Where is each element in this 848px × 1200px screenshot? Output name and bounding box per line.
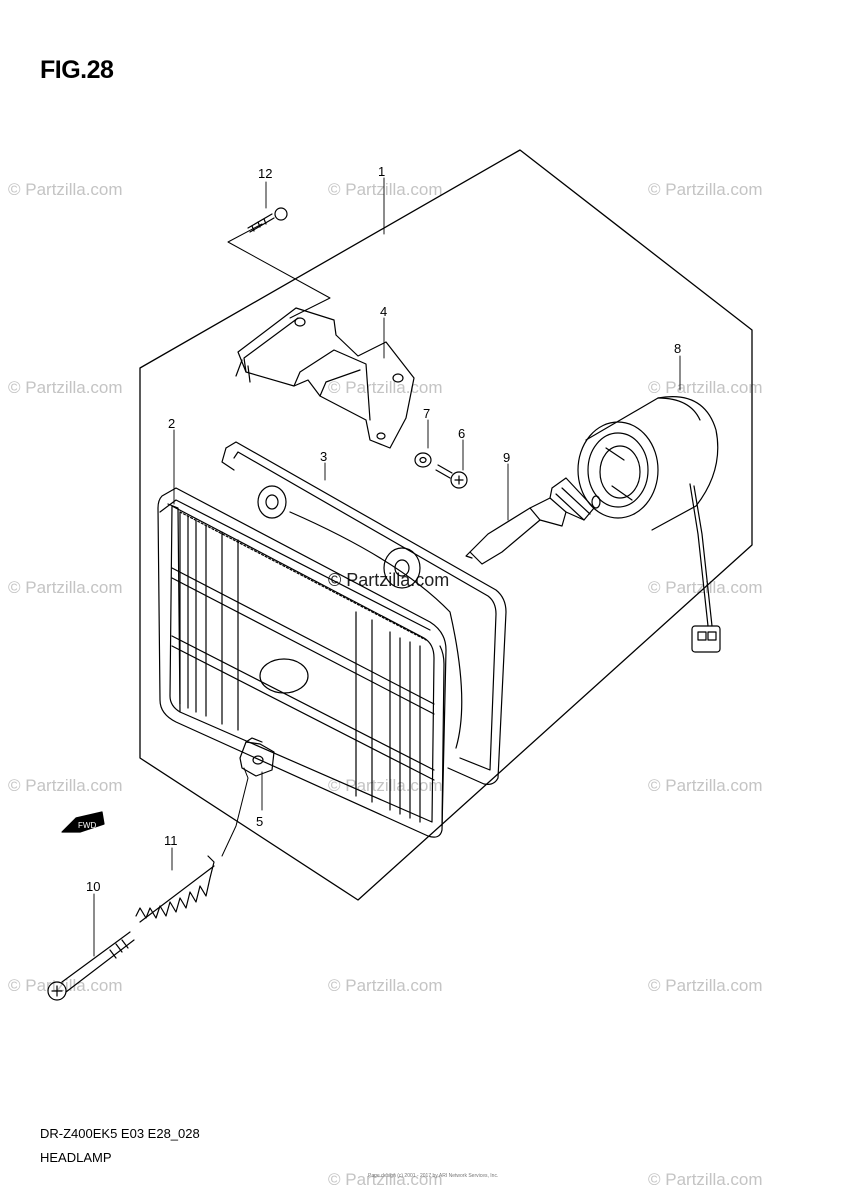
washer-7 bbox=[414, 452, 432, 468]
callout-11: 11 bbox=[164, 833, 178, 848]
bulb-9 bbox=[465, 477, 601, 565]
callout-2: 2 bbox=[168, 416, 176, 431]
callout-10: 10 bbox=[86, 879, 101, 894]
diagram-name: HEADLAMP bbox=[40, 1150, 112, 1165]
headlamp-lens-2 bbox=[157, 487, 447, 838]
callout-12: 12 bbox=[258, 166, 273, 181]
watermark: © Partzilla.com bbox=[328, 776, 443, 795]
watermark: © Partzilla.com bbox=[8, 976, 123, 995]
rim-3 bbox=[221, 441, 507, 785]
watermark: © Partzilla.com bbox=[648, 976, 763, 995]
socket-8 bbox=[577, 396, 721, 653]
callout-3: 3 bbox=[320, 449, 328, 464]
callout-leaders bbox=[93, 177, 681, 957]
callout-1: 1 bbox=[378, 164, 386, 179]
callout-5: 5 bbox=[256, 814, 264, 829]
watermark: © Partzilla.com bbox=[8, 378, 123, 397]
copyright-notice: Page design (c) 2001 - 2017 by ARI Netwo… bbox=[368, 1173, 499, 1179]
spring-11 bbox=[135, 855, 215, 923]
watermark: © Partzilla.com bbox=[648, 776, 763, 795]
callout-4: 4 bbox=[380, 304, 388, 319]
bolt-10 bbox=[47, 931, 135, 1001]
callout-9: 9 bbox=[503, 450, 511, 465]
watermark: © Partzilla.com bbox=[328, 1170, 443, 1189]
watermark: © Partzilla.com bbox=[328, 378, 443, 397]
callout-7: 7 bbox=[423, 406, 431, 421]
watermark: © Partzilla.com bbox=[328, 976, 443, 995]
screw-12 bbox=[247, 207, 288, 233]
watermark: © Partzilla.com bbox=[648, 180, 763, 199]
callout-8: 8 bbox=[674, 341, 682, 356]
fwd-arrow-icon: FWD bbox=[61, 811, 105, 833]
assembly-outline bbox=[139, 149, 753, 901]
watermark: © Partzilla.com bbox=[648, 378, 763, 397]
fwd-label: FWD bbox=[78, 821, 96, 830]
watermark: © Partzilla.com bbox=[8, 180, 123, 199]
figure-title: FIG.28 bbox=[40, 56, 114, 84]
watermark: © Partzilla.com bbox=[328, 180, 443, 199]
diagram-code: DR-Z400EK5 E03 E28_028 bbox=[40, 1126, 200, 1141]
screw-6 bbox=[435, 464, 468, 489]
bracket-4 bbox=[235, 307, 415, 449]
leader-10-11 bbox=[221, 767, 249, 857]
watermark: © Partzilla.com bbox=[648, 1170, 763, 1189]
watermark: © Partzilla.com bbox=[8, 578, 123, 597]
watermark: © Partzilla.com bbox=[8, 776, 123, 795]
callout-6: 6 bbox=[458, 426, 466, 441]
leader-12 bbox=[227, 223, 331, 319]
